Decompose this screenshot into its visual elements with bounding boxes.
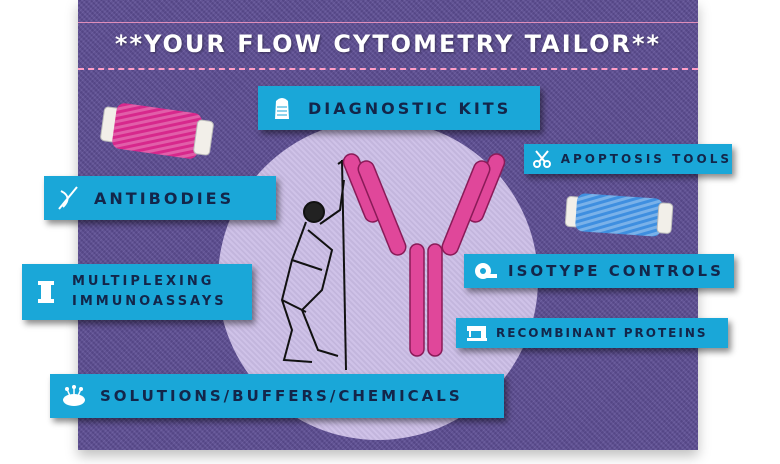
page-title: **YOUR FLOW CYTOMETRY TAILOR** xyxy=(114,30,662,58)
diagnostic-kits-label[interactable]: DIAGNOSTIC KITS xyxy=(258,86,540,130)
apoptosis-tools-label[interactable]: APOPTOSIS TOOLS xyxy=(524,144,732,174)
apoptosis-tools-text: APOPTOSIS TOOLS xyxy=(560,152,732,166)
isotype-controls-label[interactable]: ISOTYPE CONTROLS xyxy=(464,254,734,288)
blue-spool-icon xyxy=(564,193,674,237)
needle-thread-icon xyxy=(52,176,84,220)
pincushion-icon xyxy=(58,374,90,418)
stitch-line-top xyxy=(78,22,698,23)
tailor-figure xyxy=(280,155,351,371)
multiplexing-label[interactable]: MULTIPLEXING IMMUNOASSAYS xyxy=(22,264,252,320)
stitch-line-bottom xyxy=(78,68,698,70)
antibodies-text: ANTIBODIES xyxy=(94,188,235,208)
spool-icon xyxy=(30,264,62,320)
antibody-illustration xyxy=(342,153,506,357)
diagnostic-kits-text: DIAGNOSTIC KITS xyxy=(308,98,512,118)
sewing-machine-icon xyxy=(464,318,490,348)
multiplexing-text-line2: IMMUNOASSAYS xyxy=(72,294,227,309)
antibodies-label[interactable]: ANTIBODIES xyxy=(44,176,276,220)
thimble-icon xyxy=(266,86,298,130)
solutions-label[interactable]: SOLUTIONS/BUFFERS/CHEMICALS xyxy=(50,374,504,418)
isotype-controls-text: ISOTYPE CONTROLS xyxy=(508,262,724,280)
recombinant-proteins-text: RECOMBINANT PROTEINS xyxy=(496,326,708,340)
tape-measure-icon xyxy=(472,254,498,288)
recombinant-proteins-label[interactable]: RECOMBINANT PROTEINS xyxy=(456,318,728,348)
solutions-text: SOLUTIONS/BUFFERS/CHEMICALS xyxy=(100,387,463,405)
multiplexing-text-line1: MULTIPLEXING xyxy=(72,274,215,289)
scissors-icon xyxy=(532,144,553,174)
pink-spool-icon xyxy=(100,103,214,159)
